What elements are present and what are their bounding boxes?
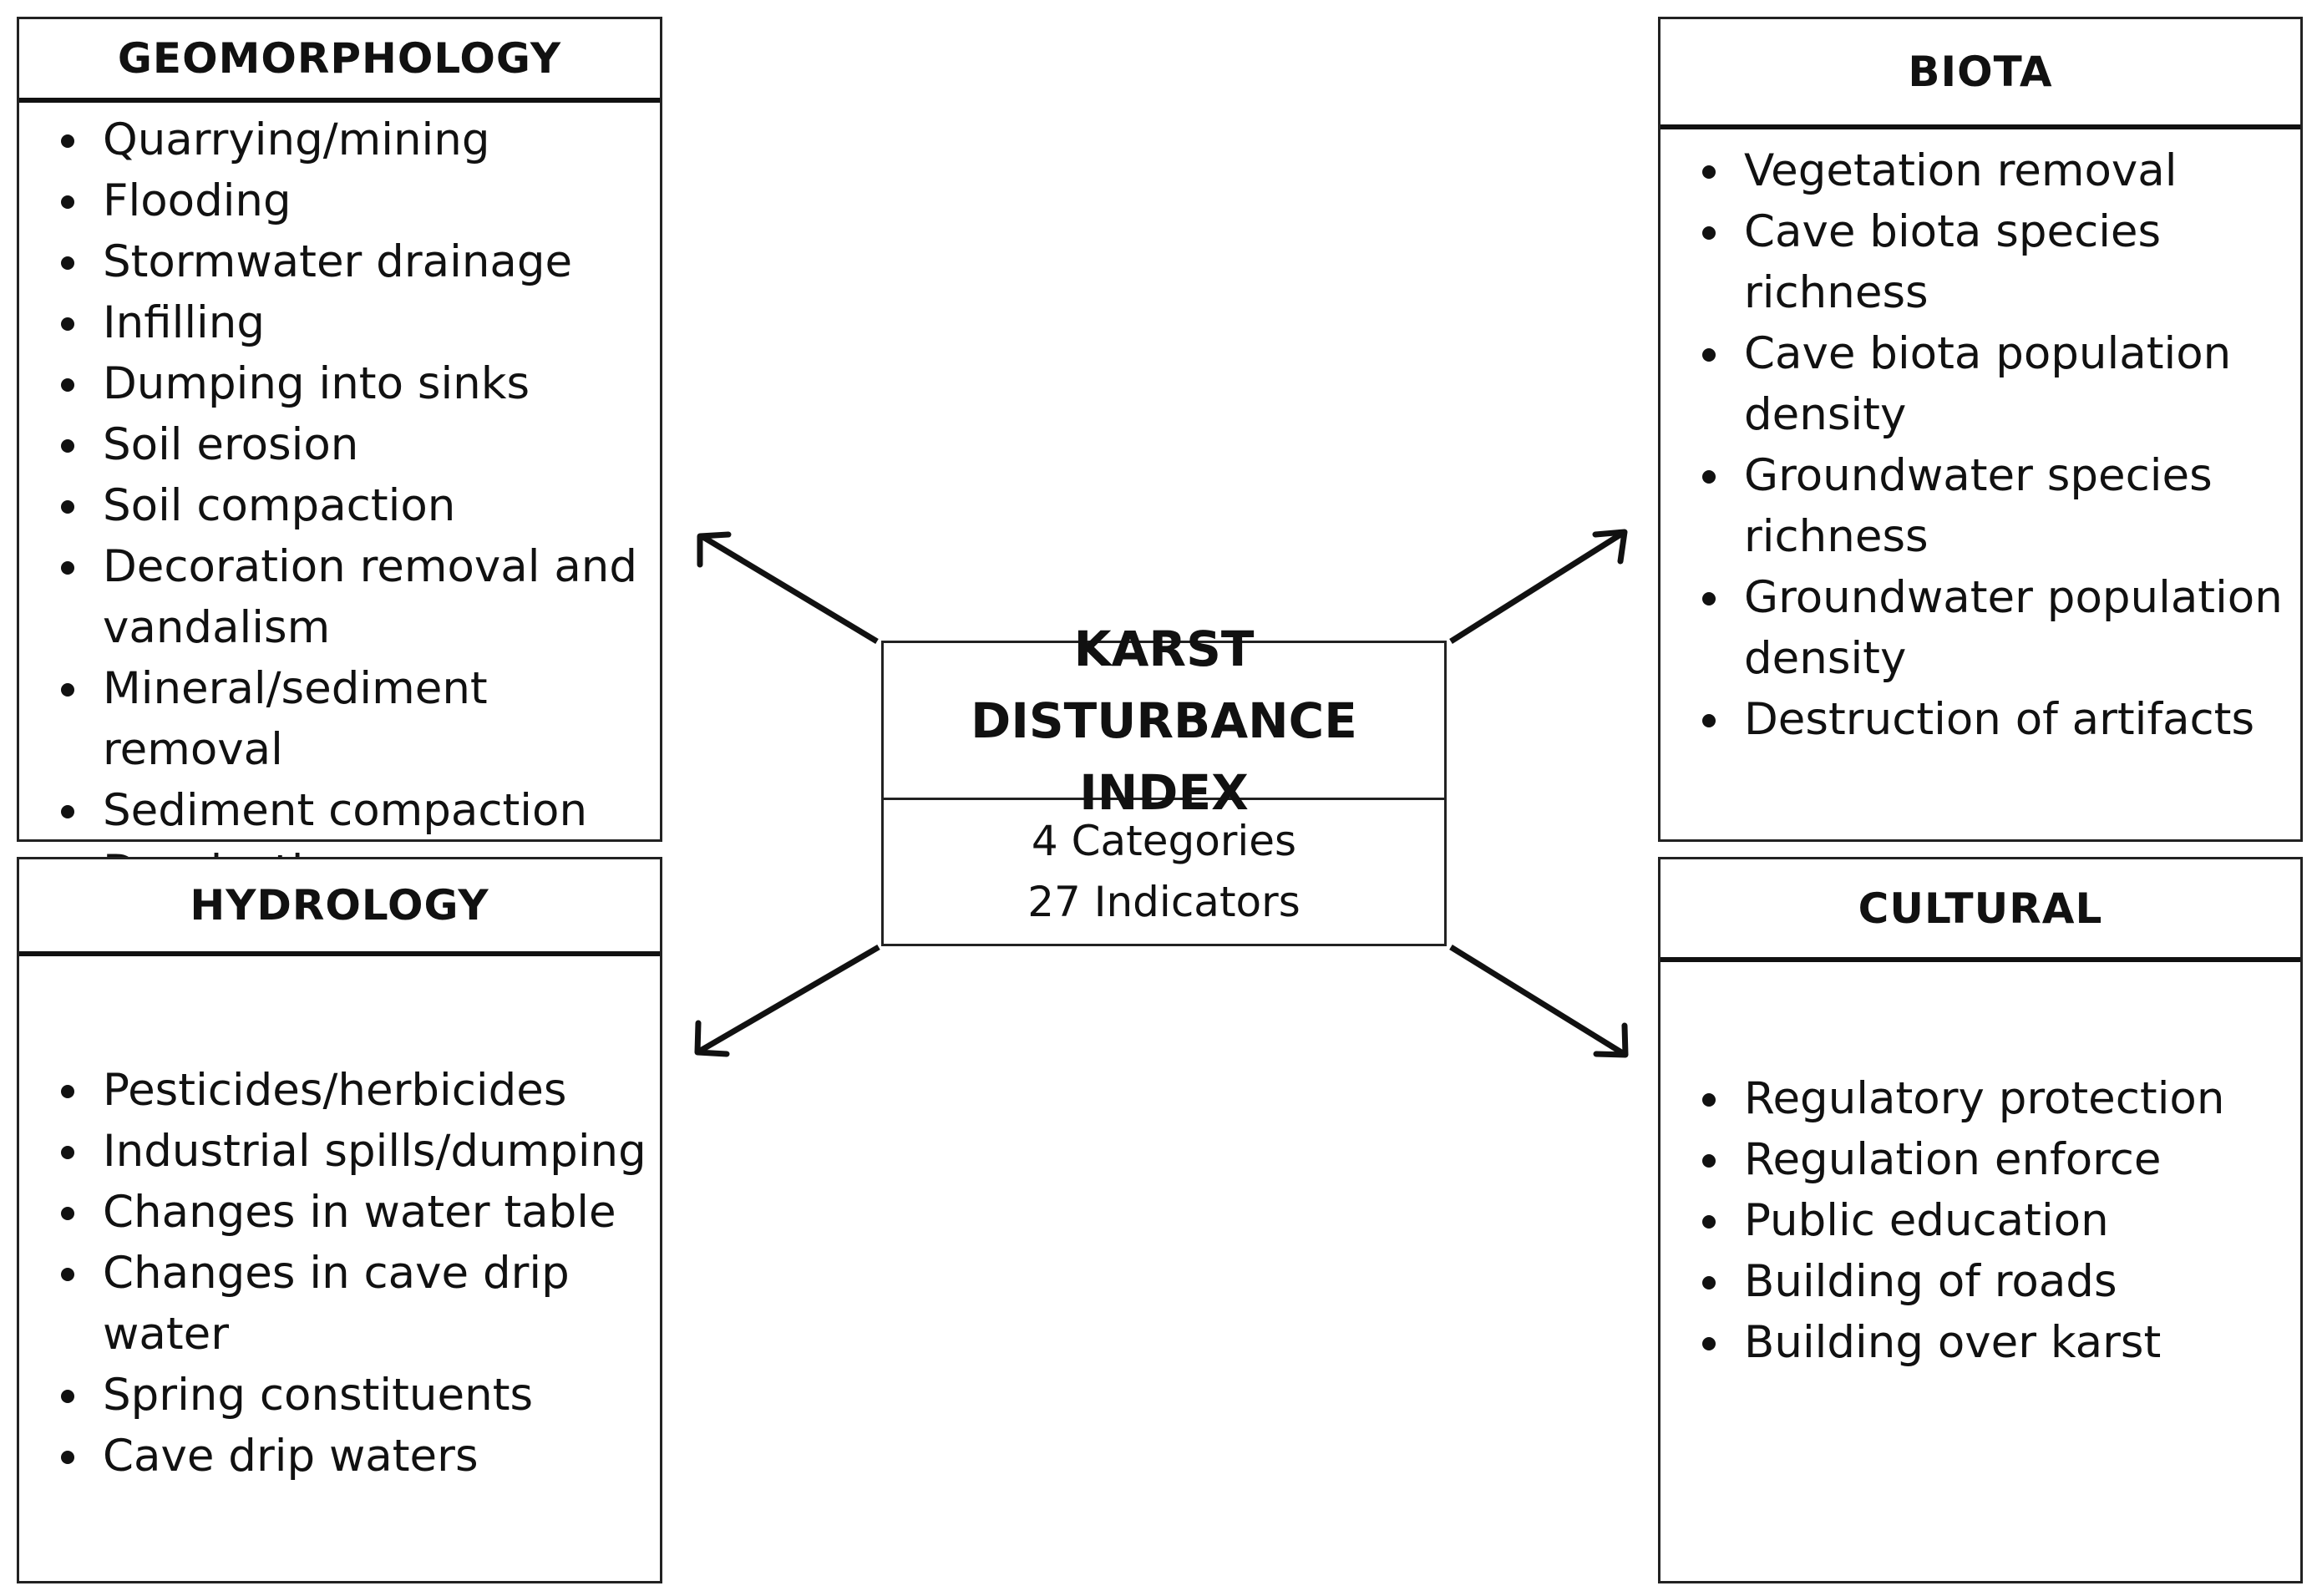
- cultural-title: CULTURAL: [1660, 859, 2300, 962]
- geomorphology-list: Quarrying/mining Flooding Stormwater dra…: [19, 109, 660, 902]
- list-item: Groundwater species richness: [1660, 445, 2300, 567]
- biota-box: BIOTA Vegetation removal Cave biota spec…: [1658, 17, 2303, 842]
- list-item: Flooding: [19, 170, 660, 231]
- list-item: Changes in water table: [19, 1182, 660, 1243]
- list-item: Building over karst: [1660, 1312, 2300, 1373]
- list-item: Sediment compaction: [19, 780, 660, 841]
- list-item: Public education: [1660, 1190, 2300, 1251]
- list-item: Destruction of artifacts: [1660, 689, 2300, 750]
- categories-count: 4 Categories: [1031, 817, 1297, 865]
- list-item: Soil erosion: [19, 414, 660, 475]
- list-item: Cave biota population density: [1660, 323, 2300, 445]
- list-item: Infilling: [19, 292, 660, 353]
- cultural-list: Regulatory protection Regulation enforce…: [1660, 1068, 2300, 1373]
- indicators-count: 27 Indicators: [1027, 878, 1300, 926]
- list-item: Industrial spills/dumping: [19, 1121, 660, 1182]
- arrowhead-biota: [1592, 529, 1628, 565]
- hydrology-list: Pesticides/herbicides Industrial spills/…: [19, 1060, 660, 1487]
- list-item: Regulatory protection: [1660, 1068, 2300, 1129]
- list-item: Mineral/sediment removal: [19, 658, 660, 780]
- list-item: Pesticides/herbicides: [19, 1060, 660, 1121]
- index-title-line1: KARST DISTURBANCE: [971, 620, 1357, 749]
- karst-disturbance-index-box: KARST DISTURBANCE INDEX 4 Categories 27 …: [881, 621, 1447, 946]
- geomorphology-box: GEOMORPHOLOGY Quarrying/mining Flooding …: [17, 17, 662, 897]
- biota-list: Vegetation removal Cave biota species ri…: [1660, 140, 2300, 750]
- list-item: Building of roads: [1660, 1251, 2300, 1312]
- list-item: Spring constituents: [19, 1365, 660, 1426]
- list-item: Cave drip waters: [19, 1426, 660, 1487]
- list-item: Vegetation removal: [1660, 140, 2300, 201]
- list-item: Dumping into sinks: [19, 353, 660, 414]
- index-summary: 4 Categories 27 Indicators: [884, 800, 1444, 944]
- arrowhead-hydrology: [694, 1020, 730, 1057]
- cultural-box: CULTURAL Regulatory protection Regulatio…: [1658, 857, 2303, 1583]
- list-item: Stormwater drainage: [19, 231, 660, 292]
- arrowhead-cultural: [1593, 1022, 1629, 1058]
- list-item: Regulation enforce: [1660, 1129, 2300, 1190]
- list-item: Soil compaction: [19, 475, 660, 536]
- list-item: Quarrying/mining: [19, 109, 660, 170]
- hydrology-box: HYDROLOGY Pesticides/herbicides Industri…: [17, 857, 662, 1583]
- geomorphology-title: GEOMORPHOLOGY: [19, 19, 660, 103]
- arrowhead-geomorphology: [697, 531, 732, 568]
- arrow-to-cultural: [1449, 945, 1627, 1057]
- index-title-line2: INDEX: [1079, 763, 1249, 821]
- arrow-to-geomorphology: [700, 533, 879, 645]
- arrow-to-biota: [1449, 529, 1626, 644]
- index-title: KARST DISTURBANCE INDEX: [884, 621, 1444, 821]
- list-item: Decoration removal and vandalism: [19, 536, 660, 658]
- list-item: Changes in cave drip water: [19, 1243, 660, 1365]
- arrow-to-hydrology: [696, 944, 880, 1056]
- list-item: Groundwater population density: [1660, 567, 2300, 689]
- hydrology-title: HYDROLOGY: [19, 859, 660, 956]
- biota-title: BIOTA: [1660, 19, 2300, 129]
- list-item: Cave biota species richness: [1660, 201, 2300, 323]
